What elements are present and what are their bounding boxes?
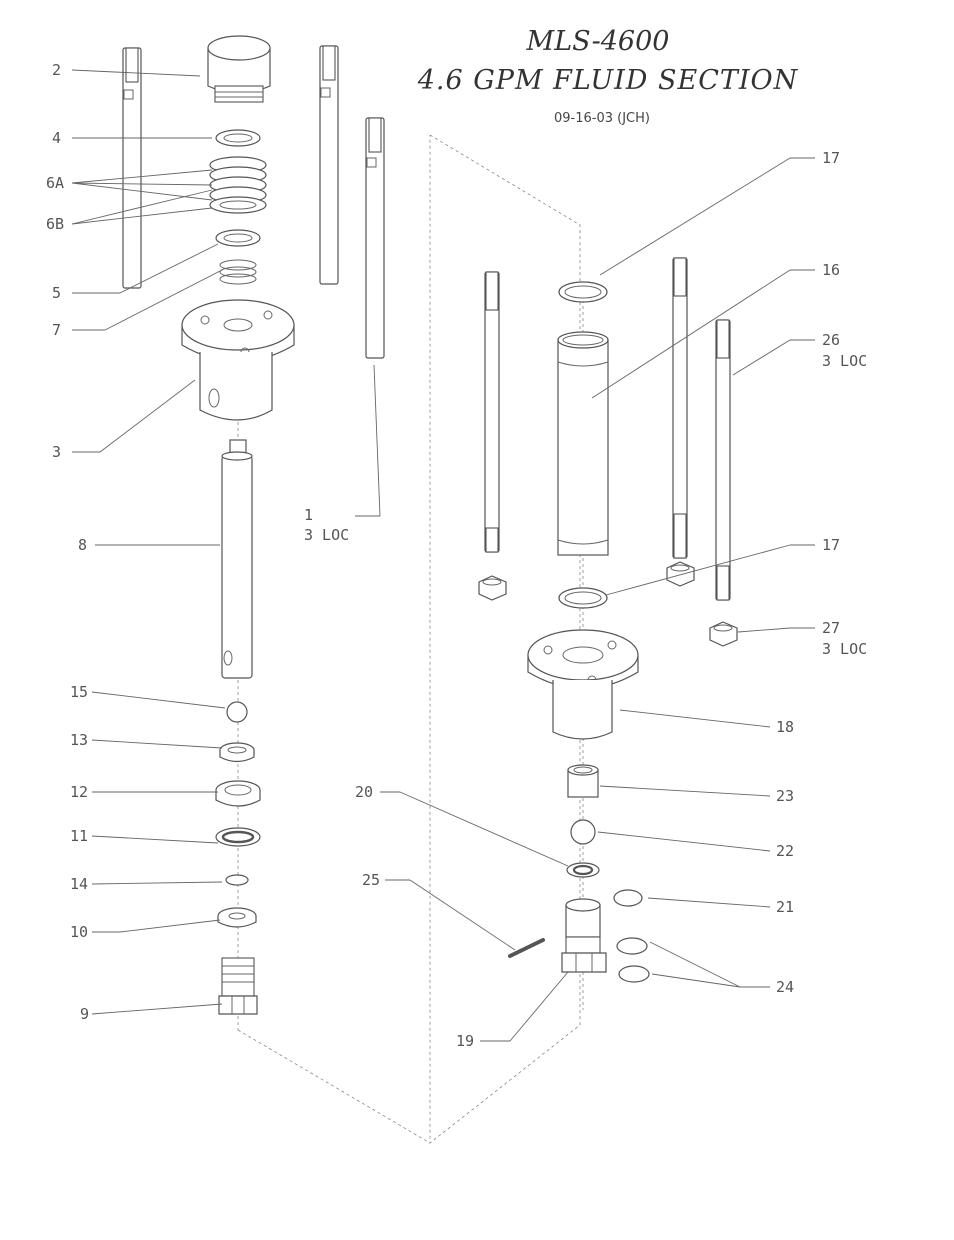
part-4-washer (215, 129, 261, 147)
tie-rod-right-a (484, 271, 500, 553)
part-18-lower-housing (527, 629, 639, 740)
part-5-backup-ring (215, 229, 261, 247)
part-2-packing-nut (207, 35, 271, 103)
model-title: MLS-4600 (526, 26, 670, 57)
callout-24: 24 (776, 978, 794, 996)
callout-27-note: 3 LOC (822, 640, 867, 658)
callout-22: 22 (776, 842, 794, 860)
callout-25: 25 (362, 871, 380, 889)
callout-21: 21 (776, 898, 794, 916)
callout-17-bottom: 17 (822, 536, 840, 554)
callout-6a: 6A (46, 174, 64, 192)
callout-20: 20 (355, 783, 373, 801)
callout-8: 8 (78, 536, 87, 554)
part-13-seat (219, 742, 255, 763)
callout-1-note: 3 LOC (304, 526, 349, 544)
callout-2: 2 (52, 61, 61, 79)
callout-13: 13 (70, 731, 88, 749)
part-19-inlet-fitting (561, 898, 607, 973)
part-8-plunger-rod (221, 439, 253, 679)
callout-6b: 6B (46, 215, 64, 233)
callout-26: 26 (822, 331, 840, 349)
part-17-seal-ring-top (558, 281, 608, 303)
tie-rod-left-a (122, 47, 142, 289)
leader-lines (71, 69, 815, 1042)
section-title: 4.6 GPM FLUID SECTION (417, 65, 799, 96)
callout-12: 12 (70, 783, 88, 801)
callout-10: 10 (70, 923, 88, 941)
callout-7: 7 (52, 321, 61, 339)
part-10-washer (217, 907, 257, 928)
callout-18: 18 (776, 718, 794, 736)
callout-1: 1 (304, 506, 313, 524)
part-11-seal (215, 827, 261, 847)
hex-nut-b (666, 561, 695, 587)
callout-27: 27 (822, 619, 840, 637)
callout-labels: 2 4 6A 6B 5 7 3 8 1 3 LOC 15 13 12 11 14… (46, 61, 867, 1050)
callout-11: 11 (70, 827, 88, 845)
callout-16: 16 (822, 261, 840, 279)
part-7-spring (219, 259, 257, 285)
callout-14: 14 (70, 875, 88, 893)
callout-9: 9 (80, 1005, 89, 1023)
part-1-tie-rod (365, 117, 385, 359)
part-24-o-ring-b (618, 965, 650, 983)
part-24-o-ring-a (616, 937, 648, 955)
callout-5: 5 (52, 284, 61, 302)
part-12-seat-housing (215, 780, 261, 807)
callout-15: 15 (70, 683, 88, 701)
part-25-pin (508, 938, 545, 958)
part-15-ball (226, 701, 248, 723)
part-26-tie-rod (715, 319, 731, 601)
tie-rod-left-b (319, 45, 339, 285)
part-16-cylinder (557, 331, 609, 556)
callout-17-top: 17 (822, 149, 840, 167)
part-9-fitting (218, 957, 258, 1015)
part-6-v-packings (209, 156, 267, 214)
callout-26-note: 3 LOC (822, 352, 867, 370)
part-20-seat (566, 862, 600, 878)
callout-4: 4 (52, 129, 61, 147)
callout-23: 23 (776, 787, 794, 805)
part-3-flange-housing (181, 299, 295, 421)
callout-3: 3 (52, 443, 61, 461)
tie-rod-right-b (672, 257, 688, 559)
part-17-seal-ring-bottom (558, 587, 608, 609)
part-21-o-ring (613, 889, 643, 907)
assembly-boundary (429, 134, 581, 1144)
callout-19: 19 (456, 1032, 474, 1050)
part-27-hex-nut (709, 621, 738, 647)
hex-nut-a (478, 575, 507, 601)
revision-date: 09-16-03 (JCH) (554, 111, 650, 126)
part-23-bushing (567, 764, 599, 798)
part-22-ball (570, 819, 596, 845)
part-14-o-ring (225, 874, 249, 886)
